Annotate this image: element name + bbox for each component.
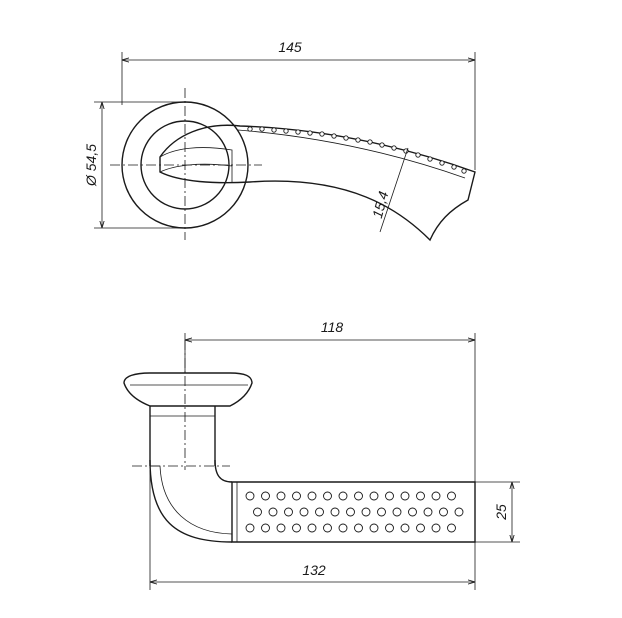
grip-dot (245, 523, 255, 533)
dim-label-25: 25 (493, 504, 509, 521)
dim-line-15-4 (379, 147, 409, 233)
grip-dot (369, 523, 379, 533)
grip-dot (245, 491, 255, 501)
grip-dot (431, 491, 441, 501)
grip-dots (245, 491, 464, 533)
grip-dot (416, 523, 425, 533)
grip-dot (447, 523, 456, 533)
rosette-cap (123, 372, 253, 407)
grip-dot (338, 523, 348, 533)
grip-dot (400, 523, 410, 533)
grip-dot (323, 523, 332, 533)
dim-label-132: 132 (302, 562, 326, 578)
grip-dot (392, 507, 402, 517)
grip-dot (330, 507, 340, 517)
grip-dot (253, 507, 262, 517)
grip-dot (416, 491, 425, 501)
grip-dot (385, 491, 394, 501)
grip-dot (400, 491, 410, 501)
grip-dot (385, 523, 394, 533)
lever-top-outline (159, 124, 476, 242)
grip-dot (354, 491, 363, 501)
grip-dot (431, 523, 441, 533)
grip-dot (346, 507, 355, 517)
lever-neck-line (159, 147, 233, 182)
grip-dot (299, 507, 309, 517)
grip-dot (268, 507, 278, 517)
grip-dot (307, 491, 317, 501)
grip-dot (408, 507, 417, 517)
grip-dot (284, 507, 293, 517)
dim-label-118: 118 (321, 319, 344, 335)
grip-dot (454, 507, 464, 517)
top-edge-dots (247, 126, 467, 174)
dim-label-15-4: 15,4 (369, 189, 392, 220)
grip-dot (423, 507, 433, 517)
grip-dot (276, 523, 286, 533)
grip-dot (338, 491, 348, 501)
lever-top-edge-inner (237, 129, 466, 179)
grip-dot (369, 491, 379, 501)
grip-dot (354, 523, 363, 533)
top-view: 145 Ø 54,5 15,4 (83, 39, 476, 242)
elbow-highlight (150, 465, 233, 535)
grip-dot (447, 491, 456, 501)
side-view: 118 132 25 (123, 319, 520, 590)
dim-label-diameter: Ø 54,5 (83, 144, 99, 187)
elbow-inner (214, 459, 233, 483)
grip-dot (276, 491, 286, 501)
elbow-outer (149, 459, 233, 543)
grip-dot (307, 523, 317, 533)
dim-label-145: 145 (278, 39, 302, 55)
grip-dot (361, 507, 371, 517)
grip-dot (292, 523, 301, 533)
grip-dot (377, 507, 386, 517)
grip-dot (261, 523, 270, 533)
grip-dot (439, 507, 448, 517)
grip-dot (292, 491, 301, 501)
grip-dot (315, 507, 324, 517)
grip-dot (323, 491, 332, 501)
grip-dot (261, 491, 270, 501)
